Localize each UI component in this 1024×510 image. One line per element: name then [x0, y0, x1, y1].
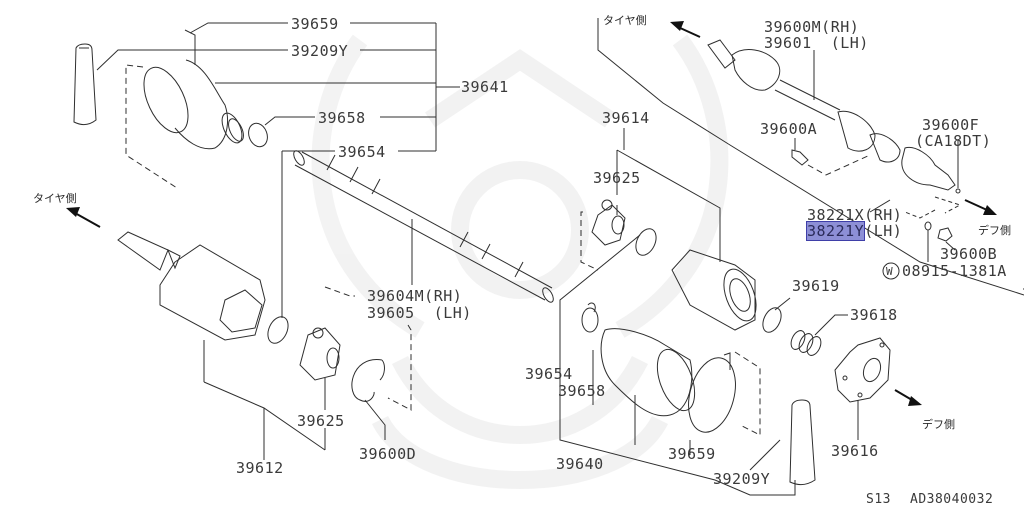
watermark-crest [311, 34, 729, 489]
w-circle-symbol [882, 262, 900, 280]
part-label-39658-bottom[interactable]: 39658 [558, 382, 606, 400]
part-label-39601[interactable]: 39601 (LH) [764, 34, 869, 52]
part-label-39600F-note: (CA18DT) [915, 132, 992, 150]
part-label-39600B[interactable]: 39600B [940, 245, 998, 263]
part-label-38221Y-row: 38221Y(LH) [805, 221, 903, 241]
part-label-08915-1381A[interactable]: 08915-1381A [902, 262, 1007, 280]
part-label-38221Y-highlighted[interactable]: 38221Y [805, 221, 866, 241]
part-label-39600M[interactable]: 39600M(RH) [764, 18, 860, 36]
part-label-39614[interactable]: 39614 [602, 109, 650, 127]
part-label-39625-right[interactable]: 39625 [593, 169, 641, 187]
part-label-39619[interactable]: 39619 [792, 277, 840, 295]
part-label-39209Y[interactable]: 39209Y [291, 42, 349, 60]
direction-label-diff-side-bottom: デフ側 [922, 418, 955, 431]
direction-label-tire-side-top: タイヤ側 [603, 14, 647, 27]
direction-label-tire-side: タイヤ側 [33, 192, 77, 205]
part-label-39600A[interactable]: 39600A [760, 120, 818, 138]
part-label-39616[interactable]: 39616 [831, 442, 879, 460]
w-symbol-letter: W [886, 265, 894, 278]
part-label-39625[interactable]: 39625 [297, 412, 345, 430]
part-label-39600D[interactable]: 39600D [359, 445, 417, 463]
part-label-39659[interactable]: 39659 [291, 15, 339, 33]
part-label-39618[interactable]: 39618 [850, 306, 898, 324]
direction-arrows [66, 21, 997, 406]
part-label-39612[interactable]: 39612 [236, 459, 284, 477]
part-label-39604M[interactable]: 39604M(RH) [367, 287, 463, 305]
part-label-39654[interactable]: 39654 [338, 143, 386, 161]
part-label-39659-bottom[interactable]: 39659 [668, 445, 716, 463]
part-label-39658[interactable]: 39658 [318, 109, 366, 127]
part-label-39209Y-bottom[interactable]: 39209Y [713, 470, 771, 488]
part-label-39654-bottom[interactable]: 39654 [525, 365, 573, 383]
figure-id: AD38040032 [910, 492, 994, 507]
part-label-39641[interactable]: 39641 [461, 78, 509, 96]
part-label-39605[interactable]: 39605 (LH) [367, 304, 472, 322]
part-label-39640[interactable]: 39640 [556, 455, 604, 473]
figure-model-code: S13 [866, 492, 891, 507]
part-label-38221X[interactable]: 38221X(RH) [807, 206, 903, 224]
part-label-38221Y-suffix: (LH) [864, 222, 903, 240]
direction-label-diff-side-right: デフ側 [978, 224, 1011, 237]
part-label-39600F[interactable]: 39600F [922, 116, 980, 134]
